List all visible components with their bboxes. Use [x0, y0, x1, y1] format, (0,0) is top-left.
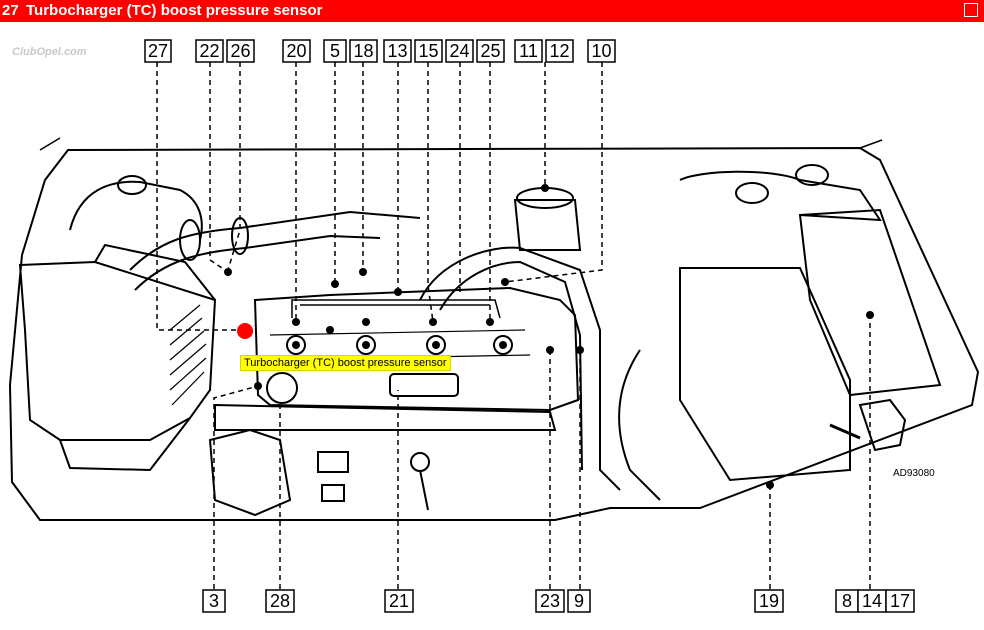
svg-text:18: 18 — [353, 41, 373, 61]
svg-text:22: 22 — [199, 41, 219, 61]
svg-text:26: 26 — [230, 41, 250, 61]
label-5[interactable]: 5 — [323, 39, 347, 63]
window-restore-icon[interactable] — [964, 3, 978, 17]
svg-text:17: 17 — [890, 591, 910, 611]
svg-text:15: 15 — [418, 41, 438, 61]
label-22[interactable]: 22 — [195, 39, 224, 63]
drawing-reference: AD93080 — [893, 468, 935, 479]
svg-text:5: 5 — [330, 41, 340, 61]
title-number: 27 — [2, 2, 19, 19]
label-13[interactable]: 13 — [383, 39, 412, 63]
svg-text:27: 27 — [148, 41, 168, 61]
label-10[interactable]: 10 — [587, 39, 616, 63]
label-28[interactable]: 28 — [265, 589, 295, 613]
labels-bottom: 3 28 21 23 9 19 8 14 17 — [202, 589, 915, 613]
highlight-marker[interactable] — [237, 323, 253, 339]
label-11[interactable]: 11 — [514, 39, 543, 63]
label-3[interactable]: 3 — [202, 589, 226, 613]
label-12[interactable]: 12 — [545, 39, 574, 63]
svg-text:11: 11 — [519, 41, 538, 61]
svg-text:10: 10 — [591, 41, 611, 61]
label-25[interactable]: 25 — [476, 39, 505, 63]
label-23[interactable]: 23 — [535, 589, 565, 613]
title-text: Turbocharger (TC) boost pressure sensor — [26, 2, 323, 19]
svg-text:12: 12 — [549, 41, 569, 61]
svg-text:28: 28 — [270, 591, 290, 611]
label-20[interactable]: 20 — [282, 39, 311, 63]
svg-text:23: 23 — [540, 591, 560, 611]
title-bar: 27 Turbocharger (TC) boost pressure sens… — [0, 0, 984, 22]
label-19[interactable]: 19 — [754, 589, 784, 613]
label-26[interactable]: 26 — [226, 39, 255, 63]
svg-text:8: 8 — [842, 591, 852, 611]
svg-text:13: 13 — [387, 41, 407, 61]
svg-text:3: 3 — [209, 591, 219, 611]
svg-text:9: 9 — [574, 591, 584, 611]
svg-text:21: 21 — [389, 591, 409, 611]
svg-text:25: 25 — [480, 41, 500, 61]
svg-text:19: 19 — [759, 591, 779, 611]
leader-lines — [156, 62, 871, 598]
label-17[interactable]: 17 — [885, 589, 915, 613]
svg-text:14: 14 — [862, 591, 882, 611]
callout-dots — [224, 184, 874, 489]
component-tooltip: Turbocharger (TC) boost pressure sensor — [240, 355, 451, 371]
label-8[interactable]: 8 — [835, 589, 859, 613]
labels-top: 27 22 26 20 5 18 13 15 24 25 11 12 10 — [144, 39, 616, 63]
watermark: ClubOpel.com — [12, 46, 87, 58]
label-9[interactable]: 9 — [567, 589, 591, 613]
svg-text:20: 20 — [286, 41, 306, 61]
label-14[interactable]: 14 — [857, 589, 887, 613]
label-27[interactable]: 27 — [144, 39, 172, 63]
engine-bay-drawing — [8, 137, 980, 521]
svg-text:24: 24 — [449, 41, 469, 61]
label-18[interactable]: 18 — [349, 39, 378, 63]
label-15[interactable]: 15 — [414, 39, 443, 63]
engine-diagram: 27 22 26 20 5 18 13 15 24 25 11 12 10 3 … — [8, 39, 980, 613]
label-24[interactable]: 24 — [445, 39, 474, 63]
label-21[interactable]: 21 — [384, 589, 414, 613]
